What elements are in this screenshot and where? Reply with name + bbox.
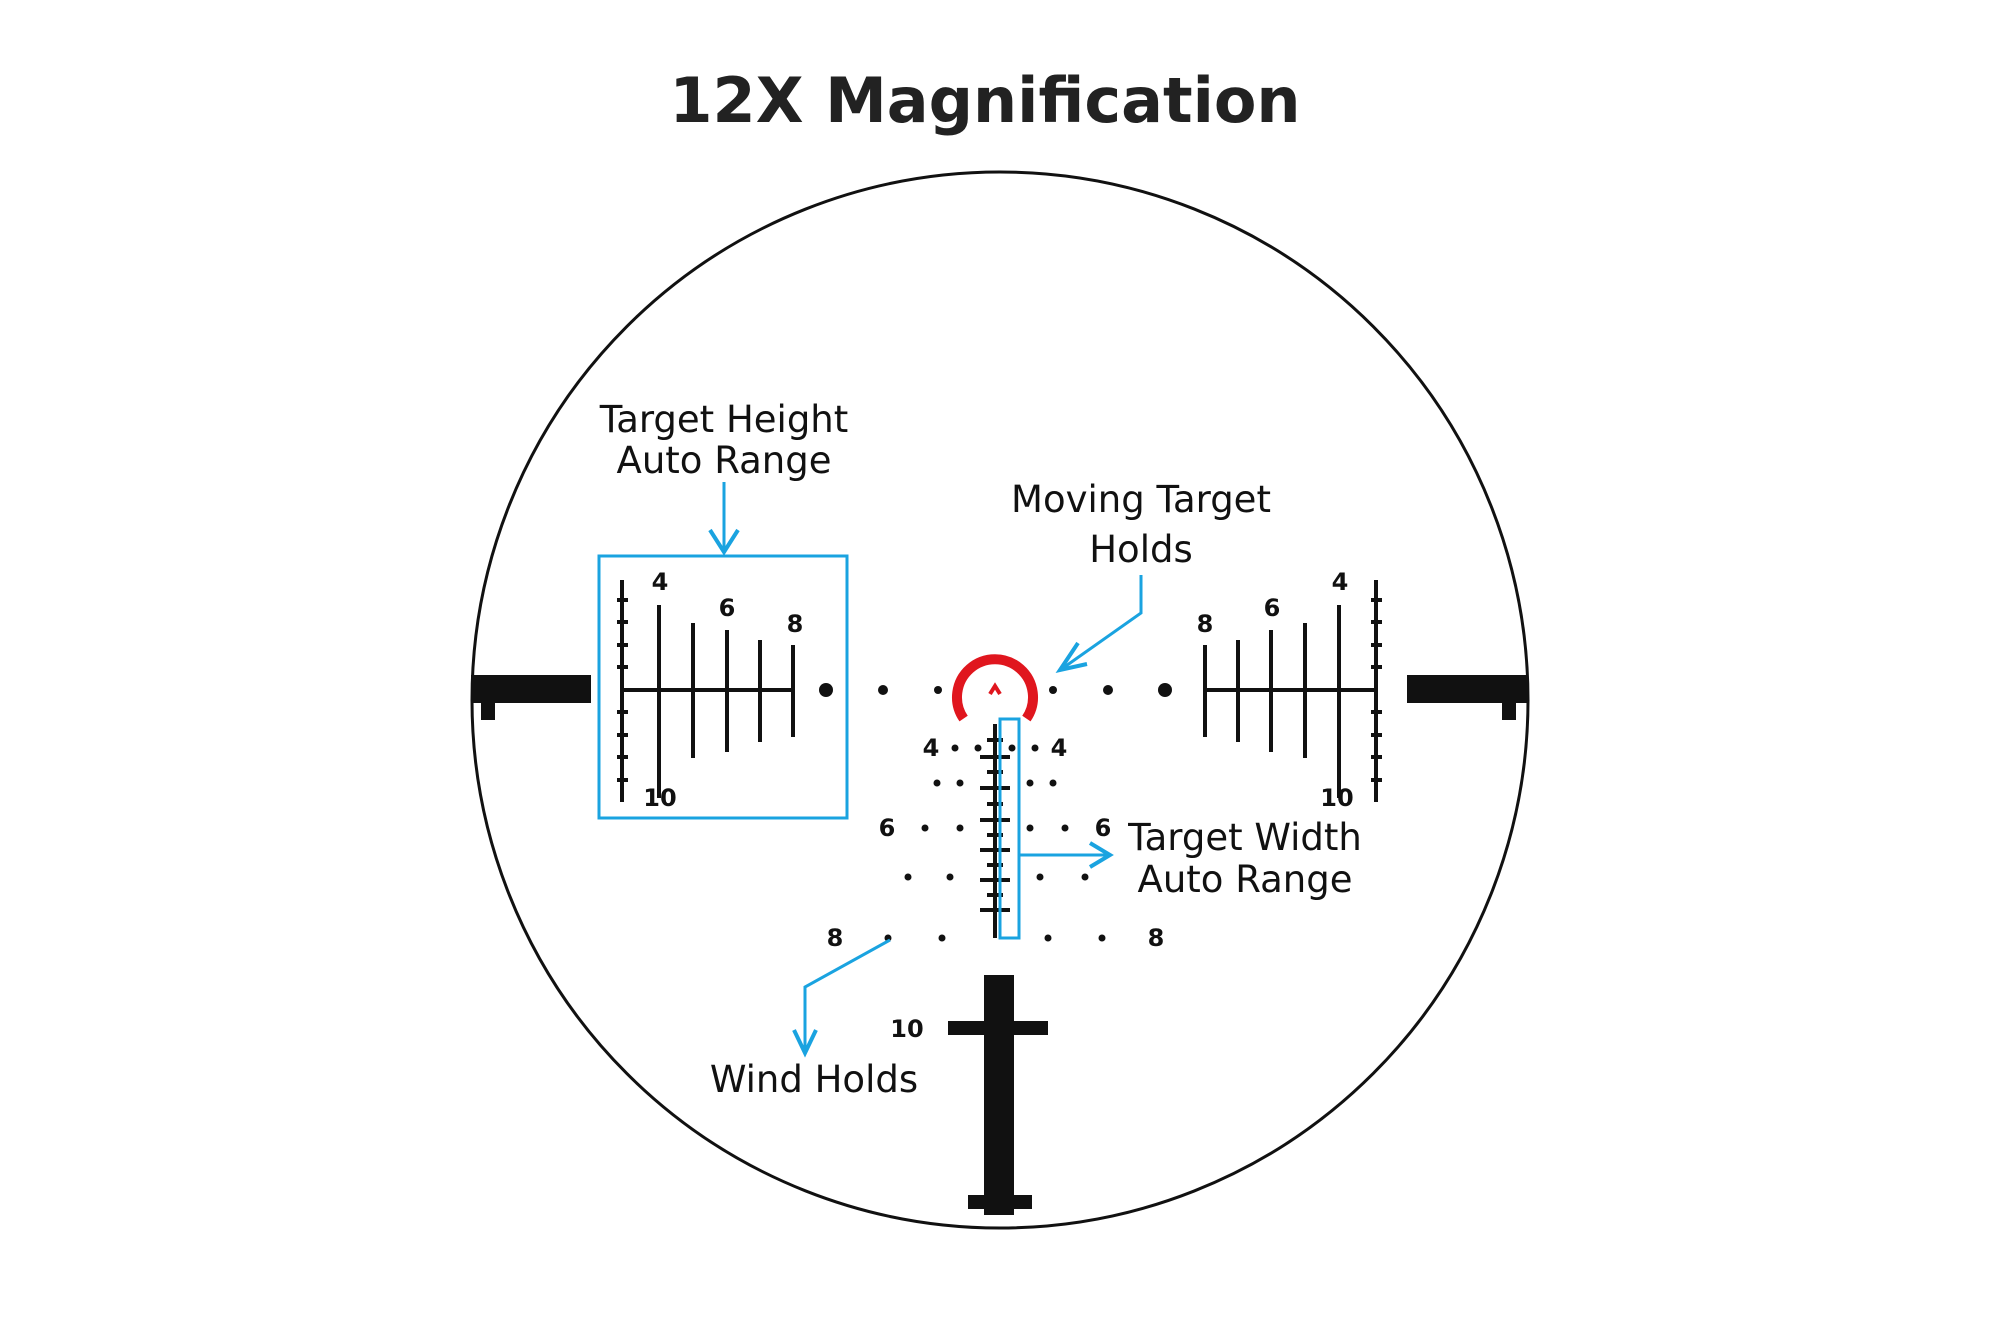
target-width-callout [998, 717, 1114, 940]
bottom-heavy-post [948, 975, 1048, 1215]
wind-row-4-right: 4 [1051, 734, 1068, 762]
moving-target-callout [1055, 575, 1143, 674]
left-ladder-label-8: 8 [787, 610, 804, 638]
target-width-label-line1: Target Width [1127, 816, 1362, 859]
wind-row-8-left: 8 [827, 924, 844, 952]
left-ladder-label-4: 4 [652, 568, 669, 596]
wind-holds-callout [792, 938, 891, 1058]
right-ladder-label-10: 10 [1320, 784, 1353, 812]
center-ring [952, 654, 1038, 722]
wind-row-6-right: 6 [1095, 814, 1112, 842]
wind-row-6-left: 6 [879, 814, 896, 842]
left-ladder-label-6: 6 [719, 594, 736, 622]
target-height-label-line2: Auto Range [617, 439, 832, 482]
center-chevron [988, 682, 1002, 696]
wind-row-8-right: 8 [1148, 924, 1165, 952]
target-height-callout [597, 482, 849, 820]
right-range-ladder [1203, 580, 1382, 802]
moving-target-label-line1: Moving Target [1011, 478, 1271, 521]
right-ladder-label-6: 6 [1264, 594, 1281, 622]
horizontal-hold-dots [819, 683, 1172, 697]
right-heavy-post [1407, 675, 1527, 720]
left-heavy-post [471, 675, 591, 720]
left-ladder-label-10: 10 [643, 784, 676, 812]
left-range-ladder [617, 580, 795, 802]
wind-row-4-left: 4 [923, 734, 940, 762]
target-height-label-line1: Target Height [599, 398, 849, 441]
post-label-10: 10 [890, 1015, 923, 1043]
page-title: 12X Magnification [669, 64, 1300, 137]
moving-target-label-line2: Holds [1089, 528, 1193, 571]
vertical-bdc-stem [980, 724, 1010, 938]
right-ladder-label-8: 8 [1197, 610, 1214, 638]
wind-holds-label: Wind Holds [710, 1058, 918, 1101]
right-ladder-label-4: 4 [1332, 568, 1349, 596]
target-width-label-line2: Auto Range [1138, 858, 1353, 901]
